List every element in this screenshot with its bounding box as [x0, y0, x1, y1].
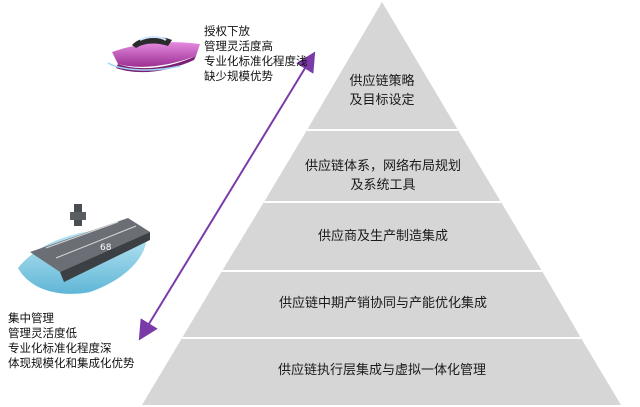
speedboat-icon: [107, 36, 200, 73]
double-headed-arrow-icon: [138, 51, 316, 341]
tier-5-label: 供应链执行层集成与虚拟一体化管理: [277, 363, 486, 378]
bottom-note: 集中管理 管理灵活度低 专业化标准化程度深 体现规模化和集成化优势: [8, 311, 135, 370]
aircraft-carrier-icon: 68: [18, 204, 150, 294]
tier-1-label: 供应链策略 及目标设定: [349, 74, 415, 108]
svg-text:68: 68: [100, 243, 112, 253]
pyramid-tier-1-shape: [307, 2, 458, 130]
top-note: 授权下放 管理灵活度高 专业化标准化程度浅 缺少规模优势: [204, 24, 308, 83]
pyramid-tier-2-shape: [264, 130, 501, 202]
pyramid-tier-5-shape: [142, 338, 621, 405]
tier-2-label: 供应链体系，网络布局规划 及系统工具: [304, 159, 461, 193]
tier-3-label: 供应商及生产制造集成: [317, 229, 448, 244]
tier-4-label: 供应链中期产销协同与产能优化集成: [278, 296, 487, 311]
